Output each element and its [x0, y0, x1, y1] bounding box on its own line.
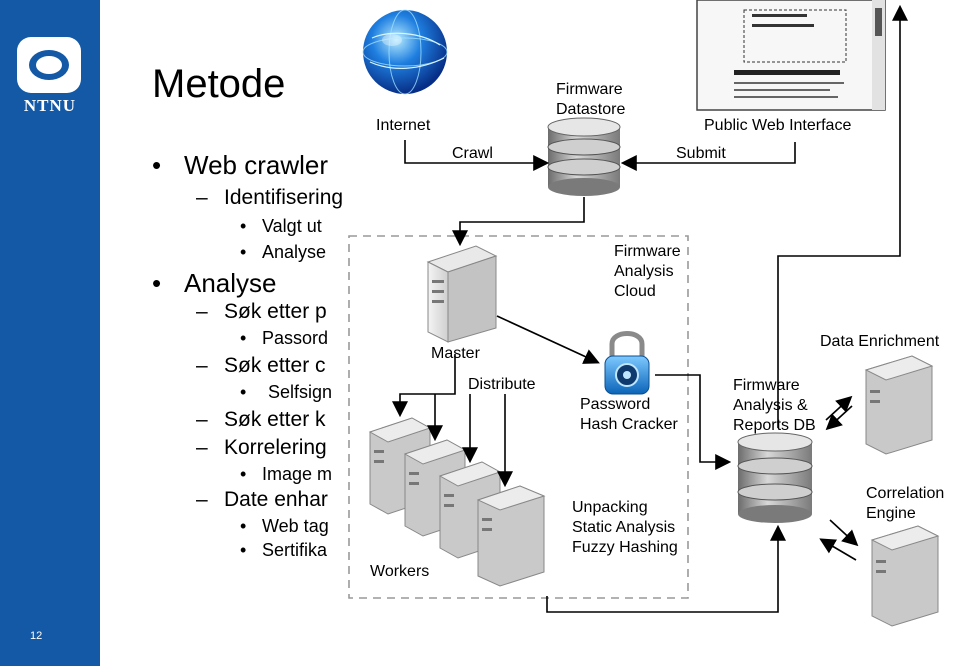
bullet-marker: – — [196, 408, 208, 431]
bullet-marker: • — [240, 516, 247, 536]
bullet-item: Web crawler — [184, 150, 329, 180]
correlation-engine-label: Correlation Engine — [866, 485, 945, 522]
bullet-item: Identifisering — [224, 186, 344, 209]
master-server-icon — [426, 245, 498, 343]
unpacking-label: Unpacking Static Analysis Fuzzy Hashing — [572, 499, 678, 556]
bullet-item: Sertifika — [262, 540, 328, 560]
master-label: Master — [431, 345, 480, 362]
internet-label: Internet — [376, 117, 431, 134]
bullet-marker: • — [240, 382, 247, 402]
firmware-datastore-label: Firmware Datastore — [556, 81, 626, 118]
padlock-icon — [604, 331, 650, 395]
workers-label: Workers — [370, 563, 430, 580]
bullet-item: Søk etter k — [224, 408, 326, 431]
sidebar: NTNU 12 — [0, 0, 100, 666]
bullet-item: Image m — [262, 464, 333, 484]
worker-server-icon — [476, 485, 546, 587]
bullet-marker: – — [196, 300, 208, 323]
bullet-marker: • — [240, 328, 247, 348]
page-number: 12 — [30, 630, 43, 642]
firmware-datastore-icon — [547, 117, 621, 196]
bullet-item: Analyse — [262, 242, 327, 262]
slide-title: Metode — [152, 62, 286, 106]
bullet-item: Date enhar — [224, 488, 328, 511]
bullet-item: Selfsign — [268, 382, 333, 402]
globe-icon — [362, 9, 448, 95]
bullet-marker: • — [240, 242, 247, 262]
web-interface-screenshot — [696, 0, 886, 111]
firmware-reports-db-label: Firmware Analysis & Reports DB — [733, 377, 816, 434]
correlation-engine-server-icon — [870, 525, 940, 627]
logo-text: NTNU — [23, 96, 77, 115]
bullet-marker: • — [240, 540, 247, 560]
bullet-item: Søk etter c — [224, 354, 326, 377]
bullet-item: Korrelering — [224, 436, 327, 459]
distribute-label: Distribute — [468, 376, 536, 393]
bullet-marker: – — [196, 354, 208, 377]
bullet-marker: – — [196, 436, 208, 459]
password-hash-cracker-label: Password Hash Cracker — [580, 396, 678, 433]
bullet-marker: – — [196, 186, 208, 209]
ntnu-logo — [17, 37, 81, 93]
bullet-item: Passord — [262, 328, 329, 348]
bullet-marker: – — [196, 488, 208, 511]
firmware-analysis-cloud-label: Firmware Analysis Cloud — [614, 243, 681, 300]
data-enrichment-label: Data Enrichment — [820, 333, 940, 350]
analysis-cloud-boundary — [348, 235, 689, 599]
bullet-item: Valgt ut — [262, 216, 322, 236]
reports-db-icon — [737, 432, 813, 523]
bullet-marker: • — [240, 216, 247, 236]
crawl-label: Crawl — [452, 145, 493, 162]
bullet-item: Web tag — [262, 516, 329, 536]
public-web-interface-label: Public Web Interface — [704, 117, 852, 134]
submit-label: Submit — [676, 145, 726, 162]
data-enrichment-server-icon — [864, 355, 934, 455]
bullet-item: Søk etter p — [224, 300, 327, 323]
bullet-item: Analyse — [184, 268, 277, 298]
bullet-marker: • — [240, 464, 247, 484]
bullet-marker: • — [152, 268, 162, 298]
bullet-marker: • — [152, 150, 162, 180]
connector-lines — [392, 4, 908, 613]
